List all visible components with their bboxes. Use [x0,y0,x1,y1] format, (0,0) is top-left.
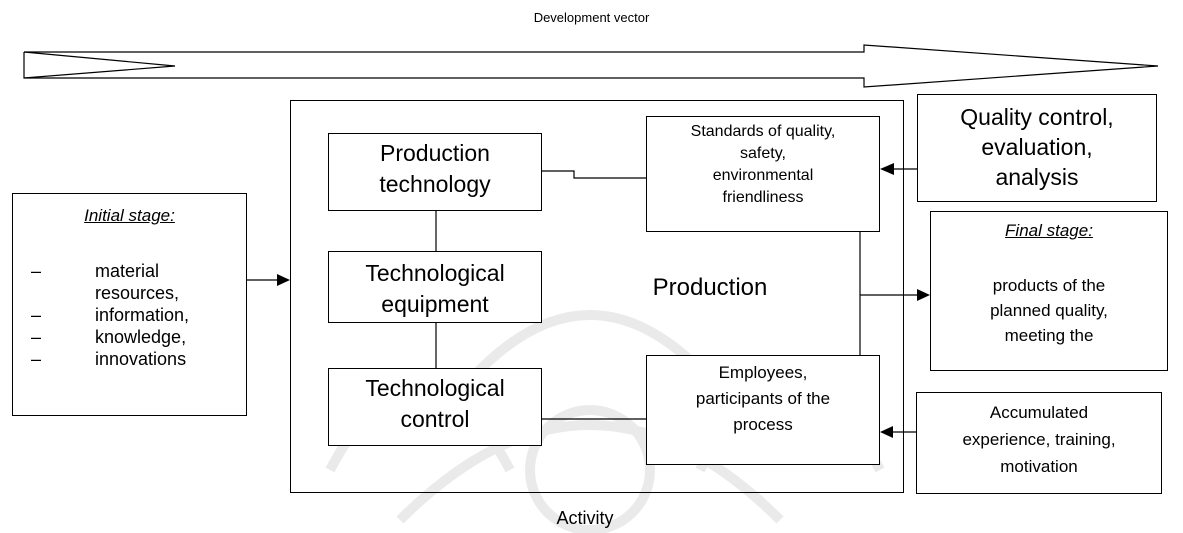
list-item: resources, [95,283,180,303]
arrow-head-qc [880,163,894,175]
production-label: Production [652,274,768,301]
list-item: –innovations [31,349,187,369]
arrow-head-initial [277,274,290,286]
initial-stage-title: Initial stage: [84,206,175,225]
arrow-head-final [917,289,930,301]
list-item: –knowledge, [31,327,187,347]
initial-stage-list: –material resources, –information, –know… [31,260,189,370]
tech-standards-line [542,170,646,179]
list-item: –information, [31,305,190,325]
list-item: –material [31,261,160,281]
arrow-head-acc [880,426,893,438]
quality-control-box: Quality control, evaluation, analysis [917,94,1157,202]
initial-stage-box: Initial stage: –material resources, –inf… [12,193,247,416]
final-stage-body: products of the planned quality, meeting… [990,276,1108,345]
employees-box: Employees, participants of the process [646,355,880,465]
final-stage-title: Final stage: [1005,221,1093,240]
standards-box: Standards of quality, safety, environmen… [646,116,880,232]
production-technology-box: Production technology [328,133,542,211]
development-vector-arrow [23,44,1159,88]
technological-control-box: Technological control [328,368,542,446]
final-stage-box: Final stage: products of the planned qua… [930,211,1168,371]
activity-label: Activity [556,508,614,528]
development-vector-label: Development vector [533,10,650,25]
technological-equipment-box: Technological equipment [328,251,542,323]
accumulated-experience-box: Accumulated experience, training, motiva… [916,392,1162,494]
activity-frame [290,100,904,493]
